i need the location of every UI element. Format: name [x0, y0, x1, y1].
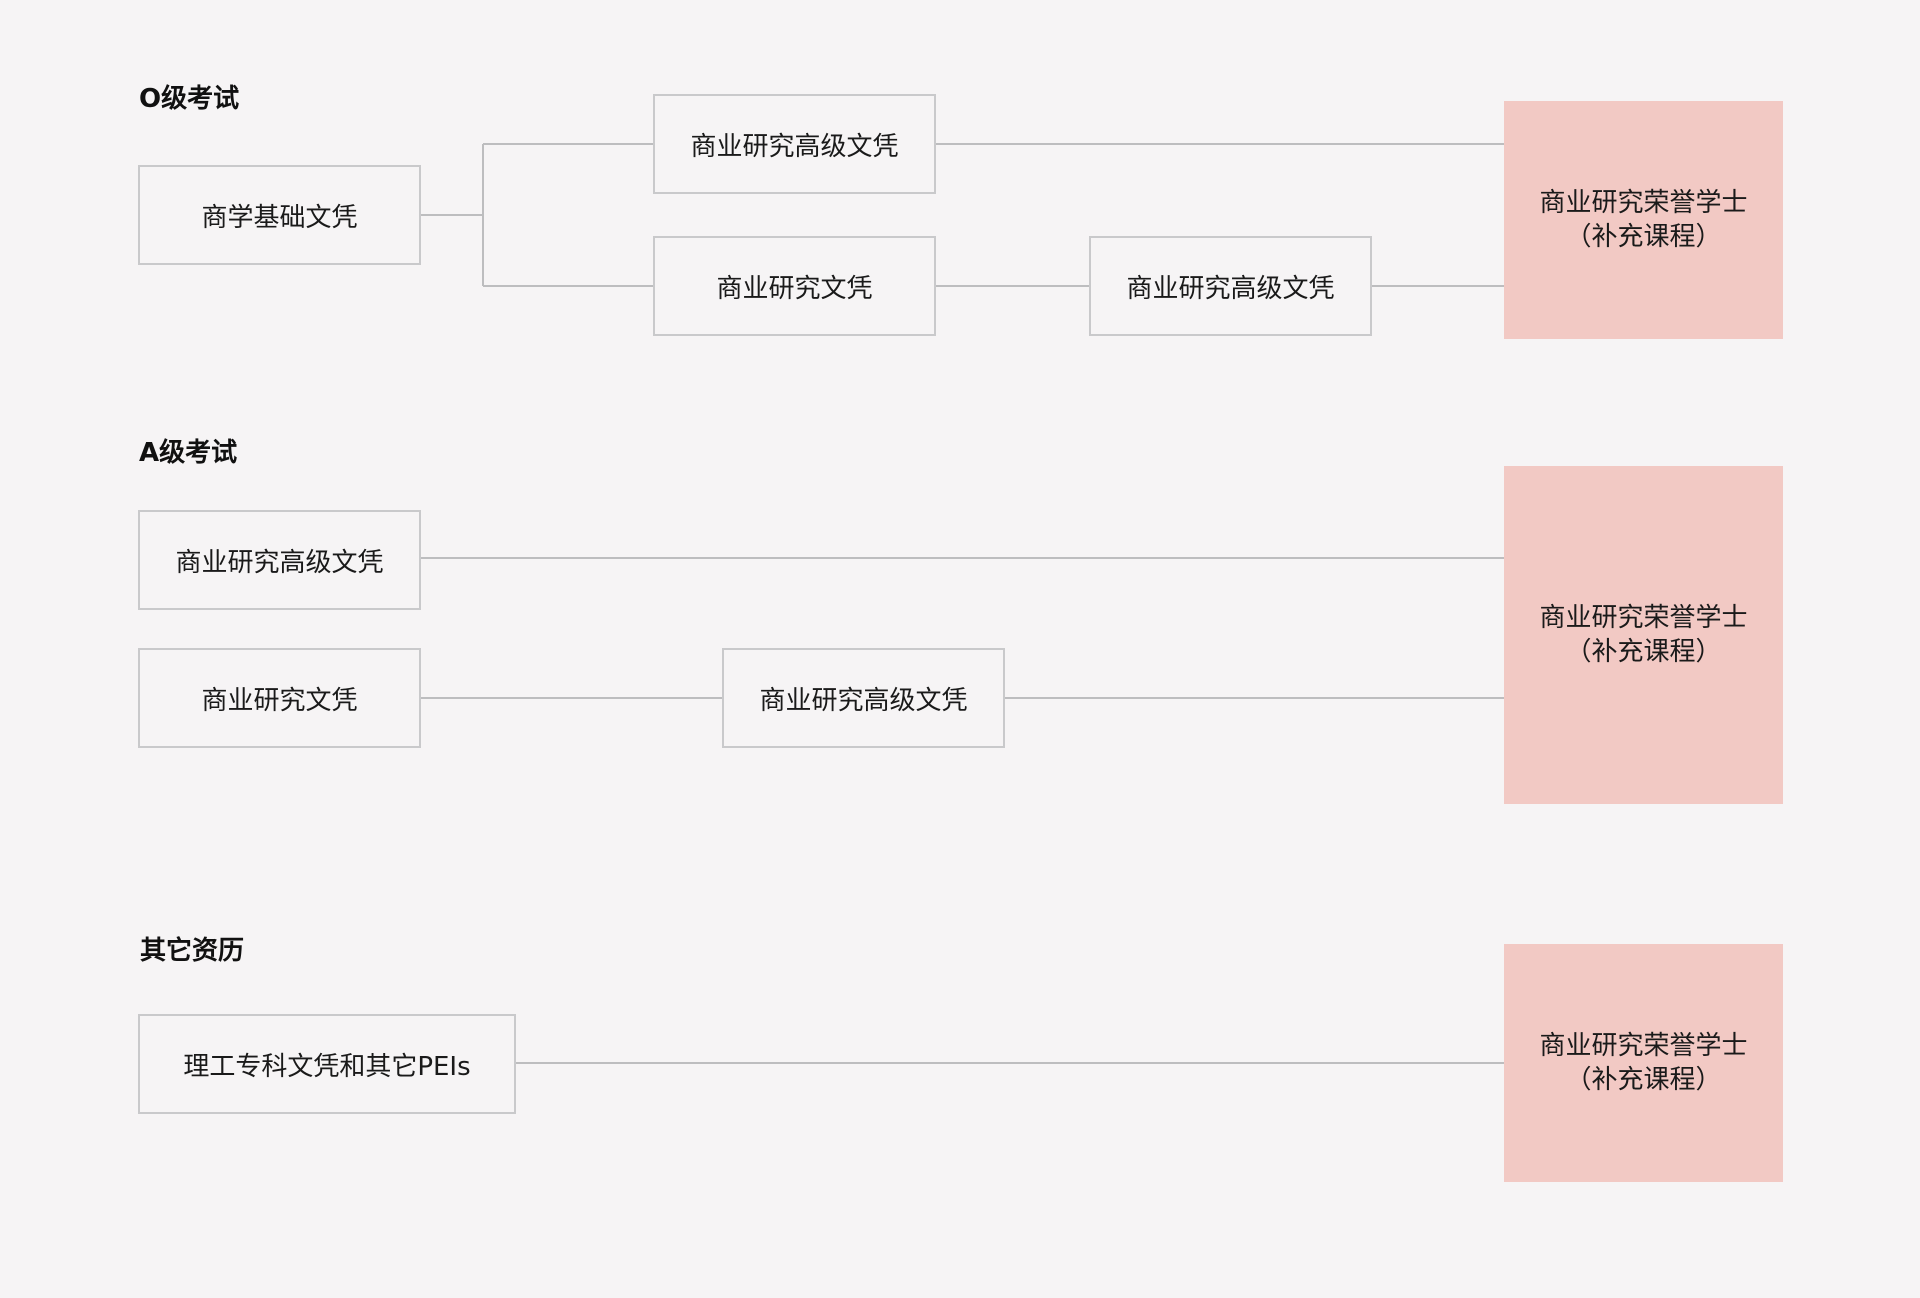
- o-target-title: 商业研究荣誉学士: [1539, 188, 1748, 218]
- o-node-advanced-diploma-top: 商业研究高级文凭: [653, 94, 936, 194]
- other-target-honours-degree: 商业研究荣誉学士 （补充课程）: [1504, 944, 1783, 1182]
- other-target-title: 商业研究荣誉学士: [1539, 1031, 1748, 1061]
- o-node-advanced-diploma-bottom: 商业研究高级文凭: [1089, 236, 1372, 336]
- o-target-honours-degree: 商业研究荣誉学士 （补充课程）: [1504, 101, 1783, 339]
- a-node-business-studies-diploma: 商业研究文凭: [138, 648, 421, 748]
- a-target-title: 商业研究荣誉学士: [1539, 603, 1748, 633]
- section-heading-o-level: O级考试: [139, 84, 240, 114]
- o-node-business-studies-diploma: 商业研究文凭: [653, 236, 936, 336]
- a-node-advanced-diploma-top: 商业研究高级文凭: [138, 510, 421, 610]
- a-node-advanced-diploma-bottom: 商业研究高级文凭: [722, 648, 1005, 748]
- other-target-subtitle: （补充课程）: [1565, 1065, 1722, 1095]
- o-target-subtitle: （补充课程）: [1565, 222, 1722, 252]
- other-node-polytechnic-diploma: 理工专科文凭和其它PEIs: [138, 1014, 516, 1114]
- a-target-subtitle: （补充课程）: [1565, 637, 1722, 667]
- a-target-honours-degree: 商业研究荣誉学士 （补充课程）: [1504, 466, 1783, 804]
- o-node-business-foundation-diploma: 商学基础文凭: [138, 165, 421, 265]
- section-heading-a-level: A级考试: [139, 438, 238, 468]
- section-heading-other-qualifications: 其它资历: [140, 936, 245, 966]
